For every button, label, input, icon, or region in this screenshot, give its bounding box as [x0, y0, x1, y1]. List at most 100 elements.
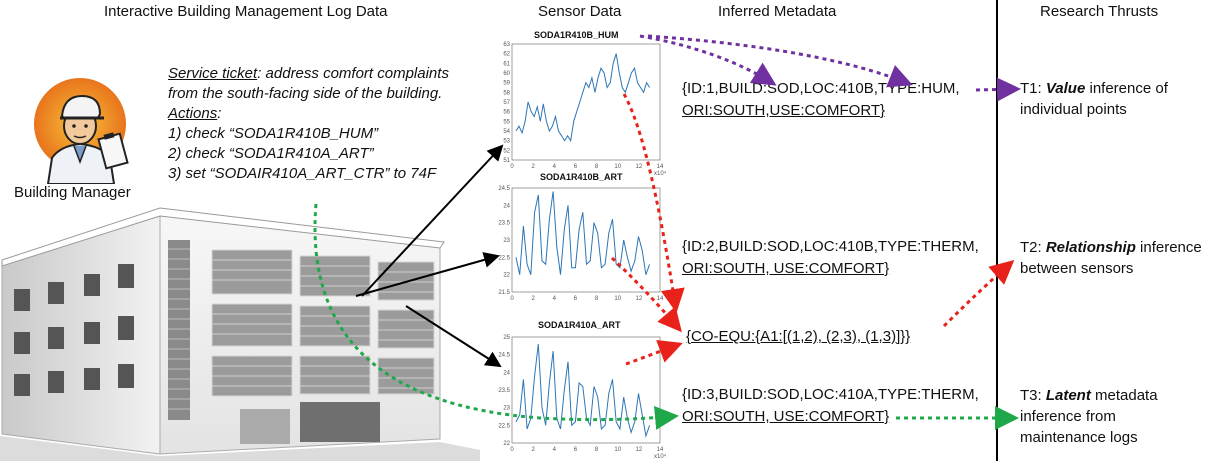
plot-frame [512, 337, 660, 443]
y-tick-label: 23 [503, 406, 510, 412]
y-tick-label: 58 [503, 90, 510, 96]
thrust-t3-prefix: T3: [1020, 387, 1046, 404]
metadata-3-line2: ORI:SOUTH, USE:COMFORT} [682, 406, 979, 428]
y-tick-label: 25 [503, 335, 510, 341]
x-tick-label: 14 [657, 296, 664, 302]
thrust-t2-prefix: T2: [1020, 239, 1046, 256]
thrust-t3-line2: inference from [1020, 406, 1158, 427]
sensor-series-line [516, 192, 650, 275]
thrust-t1-line1: T1: Value inference of [1020, 78, 1168, 99]
thrust-t3: T3: Latent metadata inference from maint… [1020, 385, 1158, 448]
y-tick-label: 60 [503, 71, 510, 77]
building-manager-label: Building Manager [14, 184, 131, 201]
x-tick-label: 6 [574, 296, 578, 302]
y-tick-label: 59 [503, 81, 510, 87]
thrust-t1-prefix: T1: [1020, 80, 1046, 97]
x-tick-label: 2 [531, 447, 535, 453]
ticket-line-2: from the south-facing side of the buildi… [168, 84, 449, 104]
y-tick-label: 22.5 [498, 423, 510, 429]
thrust-t1-line2: individual points [1020, 99, 1168, 120]
service-ticket-label: Service ticket [168, 65, 257, 82]
x-tick-label: 0 [510, 447, 514, 453]
x-tick-label: 4 [553, 296, 557, 302]
y-tick-label: 56 [503, 110, 510, 116]
x-tick-label: 8 [595, 296, 599, 302]
y-tick-label: 23 [503, 238, 510, 244]
y-tick-label: 61 [503, 61, 510, 67]
metadata-2-line2: ORI:SOUTH, USE:COMFORT} [682, 258, 979, 280]
metadata-coequ-line: {CO-EQU:{A1:[(1,2), (2,3), (1,3)]}} [686, 326, 910, 348]
y-tick-label: 24 [503, 370, 510, 376]
service-ticket: Service ticket: address comfort complain… [168, 64, 449, 184]
metadata-1-line2: ORI:SOUTH,USE:COMFORT} [682, 100, 960, 122]
thrust-t3-line3: maintenance logs [1020, 427, 1158, 448]
thrust-t3-rest: metadata [1091, 387, 1158, 404]
x-tick-label: 10 [614, 447, 621, 453]
section-divider [996, 0, 998, 461]
action-step-3: 3) set “SODAIR410A_ART_CTR” to 74F [168, 164, 449, 184]
x-tick-label: 4 [553, 447, 557, 453]
building-manager-icon [20, 66, 150, 184]
y-tick-label: 21.5 [498, 290, 510, 296]
metadata-3: {ID:3,BUILD:SOD,LOC:410A,TYPE:THERM, ORI… [682, 384, 979, 428]
x-tick-label: 10 [614, 296, 621, 302]
ticket-actions: Actions: [168, 104, 449, 124]
header-inferred-metadata: Inferred Metadata [718, 3, 836, 20]
metadata-3-line1: {ID:3,BUILD:SOD,LOC:410A,TYPE:THERM, [682, 384, 979, 406]
thrust-t3-line1: T3: Latent metadata [1020, 385, 1158, 406]
thrust-t2-line2: between sensors [1020, 258, 1202, 279]
y-tick-label: 22.5 [498, 255, 510, 261]
actions-label: Actions [168, 105, 217, 122]
y-tick-label: 24.5 [498, 353, 510, 359]
thrust-t2: T2: Relationship inference between senso… [1020, 237, 1202, 279]
x-exponent-label: x10⁴ [654, 453, 667, 459]
actions-colon: : [217, 105, 221, 122]
sensor-series-line [516, 54, 650, 141]
x-tick-label: 0 [510, 296, 514, 302]
x-tick-label: 6 [574, 447, 578, 453]
y-tick-label: 57 [503, 100, 510, 106]
metadata-2-line1: {ID:2,BUILD:SOD,LOC:410B,TYPE:THERM, [682, 236, 979, 258]
header-log-data: Interactive Building Management Log Data [104, 3, 388, 20]
y-tick-label: 24 [503, 203, 510, 209]
x-tick-label: 14 [657, 447, 664, 453]
y-tick-label: 22 [503, 273, 510, 279]
thrust-t1-rest: inference of [1085, 80, 1168, 97]
x-tick-label: 8 [595, 447, 599, 453]
thrust-t1: T1: Value inference of individual points [1020, 78, 1168, 120]
y-tick-label: 24.5 [498, 186, 510, 192]
metadata-1-line1: {ID:1,BUILD:SOD,LOC:410B,TYPE:HUM, [682, 78, 960, 100]
header-research-thrusts: Research Thrusts [1040, 3, 1158, 20]
metadata-2: {ID:2,BUILD:SOD,LOC:410B,TYPE:THERM, ORI… [682, 236, 979, 280]
purple-arrow-type [648, 36, 910, 84]
action-step-1: 1) check “SODA1R410B_HUM” [168, 124, 449, 144]
y-tick-label: 23.5 [498, 388, 510, 394]
action-step-2: 2) check “SODA1R410A_ART” [168, 144, 449, 164]
thrust-t1-emph: Value [1046, 80, 1085, 97]
y-tick-label: 55 [503, 119, 510, 125]
header-sensor-data: Sensor Data [538, 3, 621, 20]
building-image [0, 204, 480, 461]
y-tick-label: 54 [503, 129, 510, 135]
y-tick-label: 23.5 [498, 221, 510, 227]
metadata-coequ: {CO-EQU:{A1:[(1,2), (2,3), (1,3)]}} [686, 326, 910, 348]
plot-2-svg: 24.52423.52322.52221.502468101214 [494, 168, 670, 308]
sensor-series-line [516, 344, 650, 436]
x-tick-label: 12 [636, 296, 643, 302]
y-tick-label: 53 [503, 139, 510, 145]
y-tick-label: 63 [503, 42, 510, 48]
thrust-t3-emph: Latent [1046, 387, 1091, 404]
service-ticket-text: : address comfort complaints [257, 65, 449, 82]
y-tick-label: 62 [503, 52, 510, 58]
x-tick-label: 12 [636, 447, 643, 453]
plot-frame [512, 44, 660, 160]
thrust-t2-line1: T2: Relationship inference [1020, 237, 1202, 258]
y-tick-label: 52 [503, 148, 510, 154]
thrust-t2-emph: Relationship [1046, 239, 1136, 256]
